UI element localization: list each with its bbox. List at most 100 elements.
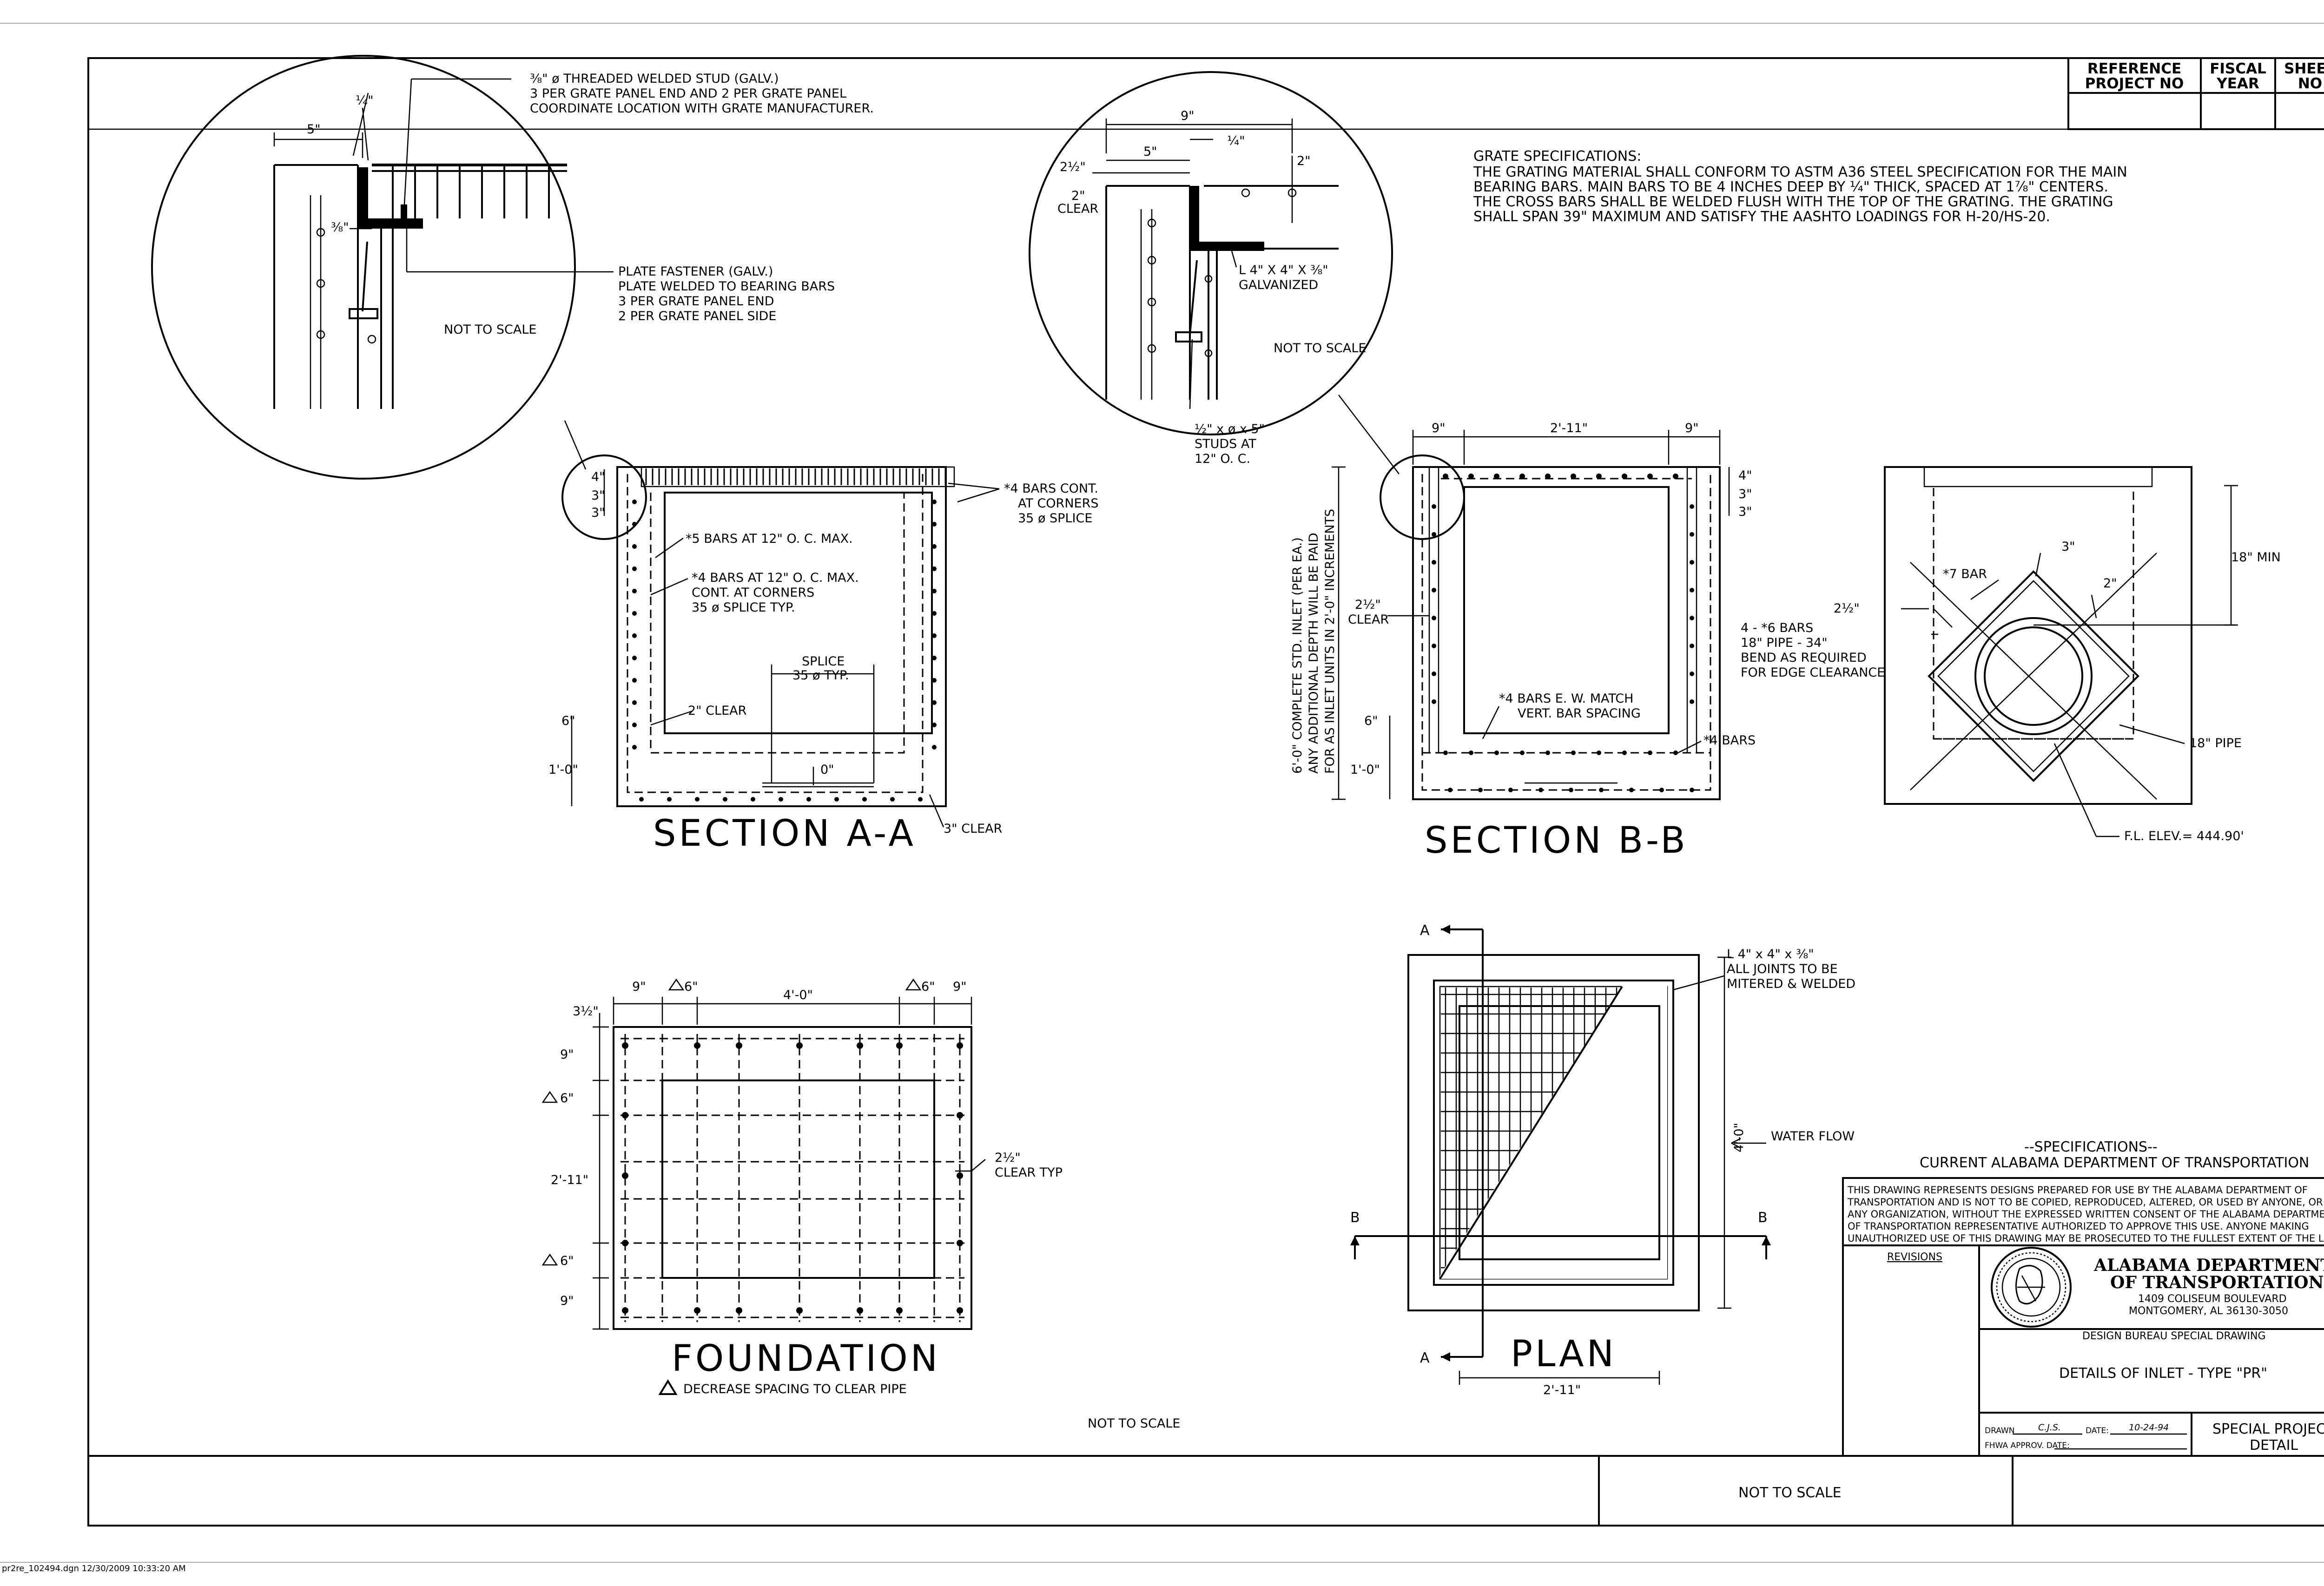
right-detail-clear-1: 2" [1071,189,1085,203]
rebar-dot [1569,788,1573,792]
rebar-dot [751,797,755,802]
rebar-dot [632,745,637,750]
right-detail-clear-2: CLEAR [1057,202,1098,216]
section-a-a: 4" 3" 3" 6" 1'-0" 0" [548,466,1000,828]
rebar-dot [1571,474,1576,479]
sheet-no-label: SHEET [2284,60,2324,77]
grate-specifications: GRATE SPECIFICATIONS: THE GRATING MATERI… [1473,148,2127,225]
fd-dim-9a: 9" [632,980,646,994]
aa-corner-3: 35 ø SPLICE [1018,511,1092,526]
plan-angle-2: ALL JOINTS TO BE [1727,962,1838,976]
pipe-dim-2: 2" [2103,576,2117,591]
project-detail-1: SPECIAL PROJECT [2212,1421,2324,1437]
rebar-dot [632,544,637,549]
disclaimer-5: UNAUTHORIZED USE OF THIS DRAWING MAY BE … [1848,1233,2324,1244]
rebar-dot [957,1307,963,1314]
aa-corner-1: *4 BARS CONT. [1004,481,1098,496]
fd-dim-v6b: 6" [560,1254,574,1268]
aa-bars4-1: *4 BARS AT 12" O. C. MAX. [692,571,859,585]
right-detail-dim-two: 2" [1297,154,1311,168]
grate-specs-heading: GRATE SPECIFICATIONS: [1473,148,1641,165]
pipe-detail-notes: 18" MIN 3" *7 BAR 2½" 2" 4 - *6 BARS 18"… [1741,540,2281,843]
rebar-dot [932,678,937,683]
delta-icon [658,1379,678,1395]
bb-clear-b: CLEAR [1348,612,1389,627]
fhwa-label: FHWA APPROV. DATE: [1985,1441,2070,1450]
rebar-dot [1690,588,1694,592]
rebar-dot [632,589,637,593]
right-detail-dim-two-half: 2½" [1060,160,1086,174]
rebar-dot [1478,788,1483,792]
pipe-dim-2half: 2½" [1834,601,1860,616]
fiscal-year-label: FISCAL [2210,60,2266,77]
rebar-dot [896,1307,903,1314]
bb-ew-2: VERT. BAR SPACING [1518,706,1641,721]
foundation-notes: 2½" CLEAR TYP FOUNDATION DECREASE SPACIN… [658,1151,1180,1431]
reference-block: REFERENCE PROJECT NO FISCAL YEAR SHEET N… [2067,57,2324,130]
rebar-dot [736,1042,742,1049]
rebar-dot [1494,750,1499,755]
section-b-b-notes: 6'-0" COMPLETE STD. INLET (PER EA.) ANY … [1290,509,1756,862]
fd-dim-v2-11: 2'-11" [551,1173,588,1187]
rebar-dot [806,797,811,802]
rebar-dot [932,566,937,571]
disclaimer-2: TRANSPORTATION AND IS NOT TO BE COPIED, … [1847,1197,2323,1208]
fd-dim-9b: 9" [953,980,967,994]
disclaimer-1: THIS DRAWING REPRESENTS DESIGNS PREPARED… [1847,1185,2308,1196]
rebar-dot [1690,671,1694,676]
rebar-dot [1648,750,1652,755]
rebar-dot [723,797,727,802]
rebar-dot [622,1240,628,1246]
rebar-dot [932,633,937,638]
rebar-dot [857,1042,863,1049]
section-a-a-notes: *5 BARS AT 12" O. C. MAX. *4 BARS AT 12"… [653,481,1098,855]
bb-dim-3b: 3" [1738,505,1752,519]
rebar-dot [857,1307,863,1314]
rebar-dot [1647,474,1653,479]
bb-dim-4: 4" [1738,468,1752,483]
aa-dim-0: 0" [820,763,834,777]
bb-dim-9a: 9" [1432,421,1446,435]
pipe-label: 18" PIPE [2189,736,2242,750]
rebar-dot [957,1042,963,1049]
rebar-dot [896,1042,903,1049]
fd-dim-3half: 3½" [573,1004,599,1019]
rebar-dot [932,611,937,616]
bb-bars4: *4 BARS [1703,733,1756,748]
rebar-dot [1596,474,1602,479]
rebar-dot [1629,788,1634,792]
grate-specs-line-3: THE CROSS BARS SHALL BE WELDED FLUSH WIT… [1473,194,2113,210]
fd-clear-a: 2½" [995,1151,1021,1165]
revisions-label: REVISIONS [1887,1251,1942,1263]
plate-note-3: 3 PER GRATE PANEL END [618,294,774,309]
fiscal-year-label-2: YEAR [2216,75,2259,92]
plan-notes: A A B B L 4" x 4" x ⅜" ALL JOINTS TO BE … [1350,922,1855,1397]
rebar-dot [932,500,937,504]
rebar-dot [1659,788,1664,792]
grate-specs-line-2: BEARING BARS. MAIN BARS TO BE 4 INCHES D… [1473,179,2108,195]
rebar-dot [1448,788,1452,792]
rebar-dot [932,544,937,549]
fd-dim-v6a: 6" [560,1091,574,1106]
bb-clear-a: 2½" [1355,598,1381,612]
plan-a-bottom: A [1420,1350,1430,1366]
disclaimer-3: ANY ORGANIZATION, WITHOUT THE EXPRESSED … [1848,1209,2324,1220]
fd-dim-6a: 6" [684,980,698,994]
bb-ew-1: *4 BARS E. W. MATCH [1499,691,1633,706]
aa-bars4-2: CONT. AT CORNERS [692,586,814,600]
drawn-label: DRAWN [1985,1426,2014,1435]
rebar-dot [862,797,867,802]
title-block-bottom: NOT TO SCALE --SPECIFICATIONS-- CURRENT … [88,1139,2324,1526]
aa-clear2: 2" CLEAR [688,704,746,718]
rebar-dot [1432,532,1436,537]
right-detail-dim-nine: 9" [1181,109,1195,123]
aa-dim-3b: 3" [591,506,605,520]
pipe-bars6-3: BEND AS REQUIRED [1741,651,1867,665]
right-detail-dim-five: 5" [1143,145,1157,159]
bb-vertical-1: 6'-0" COMPLETE STD. INLET (PER EA.) [1290,537,1305,774]
left-detail-dim-3-8: ⅜" [331,220,349,235]
aa-bars5: *5 BARS AT 12" O. C. MAX. [686,532,853,546]
bb-vertical-3: FOR AS INLET UNITS IN 2'-0" INCREMENTS [1323,509,1337,774]
aa-bars4-3: 35 ø SPLICE TYP. [692,600,795,615]
rebar-dot [1432,671,1436,676]
